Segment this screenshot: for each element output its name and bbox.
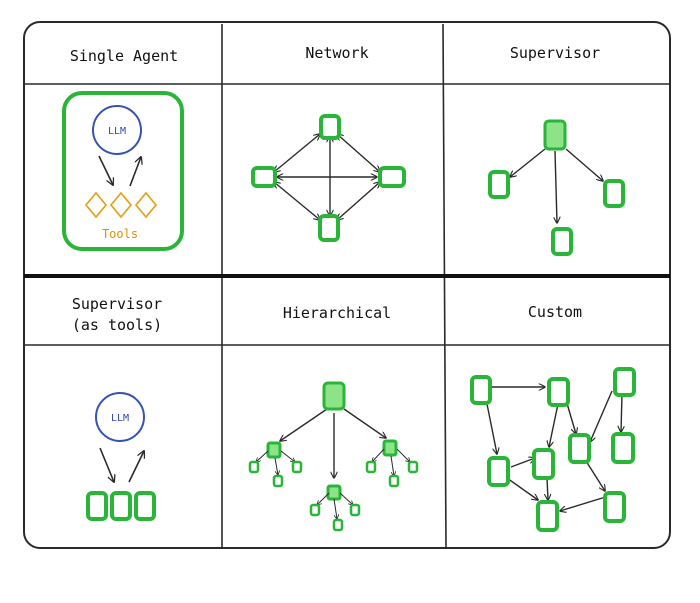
supervisor-tools-llm-circle (95, 392, 145, 442)
column-divider-2 (442, 23, 447, 549)
outer-frame (23, 21, 671, 549)
tools-label: Tools (102, 227, 138, 241)
panel-title-supervisor: Supervisor (510, 44, 600, 62)
tool-diamond-3 (134, 191, 158, 219)
panel-title-single-agent: Single Agent (70, 47, 178, 65)
single-agent-container (62, 91, 184, 251)
custom-node-2 (547, 377, 570, 407)
custom-node-3 (613, 367, 636, 397)
panel-title-network: Network (305, 44, 368, 62)
custom-node-8 (536, 500, 559, 532)
panel-title-custom: Custom (528, 303, 582, 321)
tool-agent-3 (134, 491, 156, 521)
single-agent-down-arrow (98, 155, 113, 185)
supervisor-tools-llm-label: LLM (111, 413, 129, 424)
supervisor-child-right (603, 179, 625, 208)
supervisor-child-bottom (551, 227, 573, 256)
tool-agent-2 (110, 491, 132, 521)
custom-node-6 (568, 433, 591, 464)
tool-diamond-1 (84, 191, 108, 219)
supervisor-node (543, 119, 567, 151)
network-node-top (319, 114, 341, 140)
tool-diamond-2 (109, 191, 133, 219)
custom-node-5 (532, 448, 555, 480)
hierarchical-right-supervisor (382, 439, 398, 457)
hierarchical-left-supervisor (266, 441, 282, 459)
hierarchical-bottom-supervisor (326, 484, 342, 501)
custom-node-1 (470, 375, 492, 405)
custom-node-7 (611, 432, 635, 464)
tool-agent-1 (86, 491, 108, 521)
panel-title-hierarchical: Hierarchical (283, 304, 391, 322)
custom-node-4 (487, 456, 510, 487)
hierarchical-root-node (322, 381, 346, 411)
single-agent-llm-circle (92, 105, 142, 155)
network-node-left (251, 166, 277, 188)
panel-title-supervisor-tools-line2: (as tools) (72, 316, 162, 334)
panel-title-supervisor-tools-line1: Supervisor (72, 295, 162, 313)
single-agent-llm-label: LLM (108, 126, 126, 137)
custom-node-9 (603, 491, 626, 523)
network-node-right (378, 166, 406, 188)
network-node-bottom (318, 214, 340, 242)
supervisor-child-left (488, 170, 510, 199)
single-agent-up-arrow (129, 157, 141, 187)
